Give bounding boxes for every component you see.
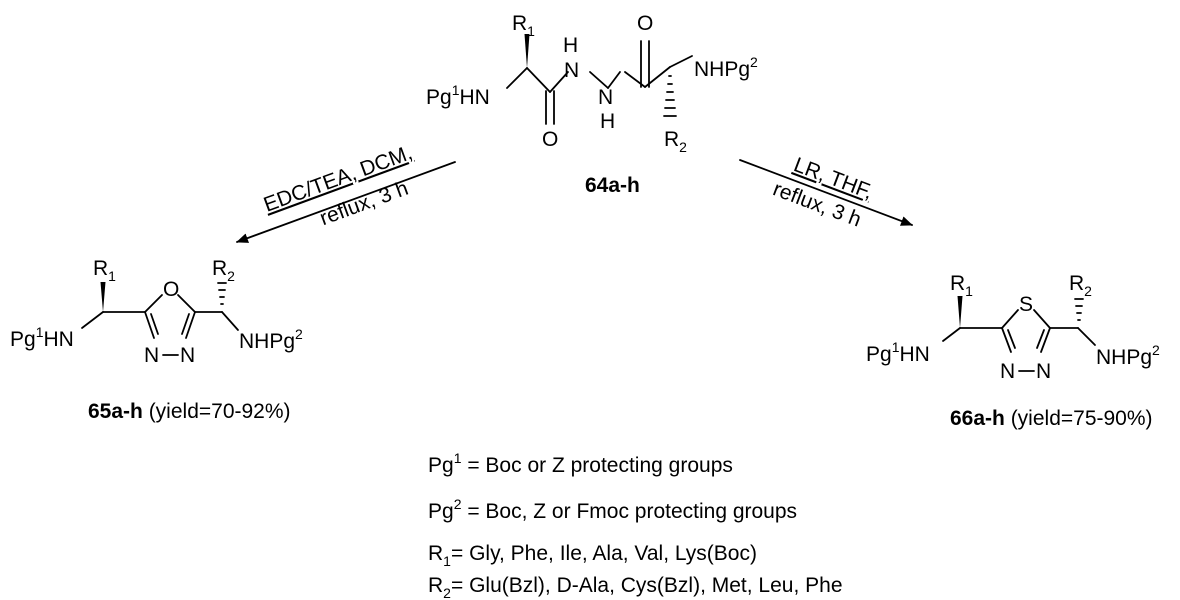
left-r2-label: R2	[212, 257, 235, 284]
pg1hn-label: Pg1HN	[426, 82, 490, 109]
left-nhpg2-label: NHPg2	[239, 326, 303, 353]
thiadiazole-sulfur: S	[1019, 293, 1033, 316]
thiadiazole-n2: N	[1036, 360, 1051, 383]
right-r2-label: R2	[1069, 272, 1092, 299]
hydrazide-h-top: H	[563, 34, 578, 57]
thiadiazole-n1: N	[1000, 360, 1015, 383]
compound-65-label: 65a-h (yield=70-92%)	[88, 400, 291, 423]
compound-66-structure: Pg1HN R1 S N N R2 NHPg2 66a-h (yield=75-…	[866, 272, 1160, 430]
legend: Pg1 = Boc or Z protecting groups Pg2 = B…	[428, 450, 843, 600]
hydrazide-h-bottom: H	[600, 110, 615, 133]
compound-66-label: 66a-h (yield=75-90%)	[950, 407, 1153, 430]
hydrazide-n-bottom: N	[598, 86, 613, 109]
left-pg1hn-label: Pg1HN	[10, 324, 74, 351]
right-r1-label: R1	[950, 272, 973, 299]
nhpg2-label: NHPg2	[694, 54, 758, 81]
right-pg1hn-label: Pg1HN	[866, 339, 930, 366]
oxadiazole-n2: N	[180, 344, 195, 367]
legend-r2: R2= Glu(Bzl), D-Ala, Cys(Bzl), Met, Leu,…	[428, 574, 843, 600]
carbonyl-oxygen-2: O	[637, 12, 653, 35]
compound-65-structure: Pg1HN R1 O N N R2 NHPg2 65a-h (yield=70-…	[10, 257, 303, 423]
left-reaction-arrow: EDC/TEA, DCM, reflux, 3 h	[236, 141, 456, 243]
legend-pg1: Pg1 = Boc or Z protecting groups	[428, 450, 733, 477]
legend-r1: R1= Gly, Phe, Ile, Ala, Val, Lys(Boc)	[428, 542, 757, 569]
carbonyl-oxygen-1: O	[542, 128, 558, 151]
r1-label: R1	[512, 12, 535, 39]
compound-64-label: 64a-h	[585, 174, 640, 197]
compound-64-structure: Pg1HN R1 O H N N H O NHPg2 R2 64a-h	[426, 12, 758, 197]
left-r1-label: R1	[93, 257, 116, 284]
right-reaction-arrow: LR, THF, reflux, 3 h	[739, 153, 913, 232]
hydrazide-n-top: N	[564, 59, 579, 82]
r2-label: R2	[664, 128, 687, 155]
right-nhpg2-label: NHPg2	[1096, 342, 1160, 369]
legend-pg2: Pg2 = Boc, Z or Fmoc protecting groups	[428, 496, 797, 523]
oxadiazole-n1: N	[144, 344, 159, 367]
oxadiazole-oxygen: O	[163, 278, 179, 301]
